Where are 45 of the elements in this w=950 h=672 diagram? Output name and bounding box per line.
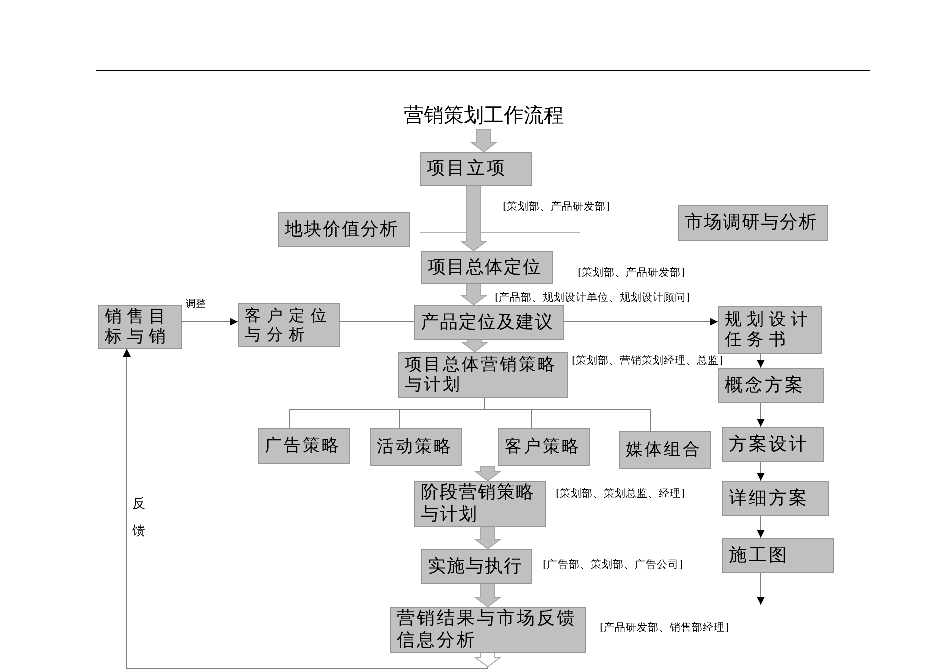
edge-label: 调整 [186,299,206,311]
arrow [757,516,765,538]
arrow [757,572,765,606]
block-arrow [462,340,488,353]
arrow [564,318,718,326]
connector-line [484,398,652,432]
process-box: 方案设计 [722,427,824,462]
process-box: 地块价值分析 [278,212,410,247]
block-arrow [474,466,502,482]
block-arrow [460,284,488,306]
department-note: [策划部、产品研发部] [578,267,686,279]
process-box: 概念方案 [718,368,824,403]
block-arrow [474,584,502,608]
arrow [757,354,765,368]
process-box: 营销结果与市场反馈信息分析 [390,607,586,653]
department-note: [策划部、营销策划经理、总监] [572,355,724,367]
department-note: [策划部、策划总监、经理] [556,488,686,500]
process-box: 媒体组合 [619,431,711,469]
process-box: 销售目标与销 [98,305,182,349]
process-box: 广告策略 [258,428,350,464]
process-box: 项目总体定位 [421,251,553,284]
process-box: 详细方案 [722,481,829,516]
process-box: 项目立项 [420,152,532,186]
process-box: 施工图 [722,538,834,573]
department-note: [产品研发部、销售部经理] [600,622,730,634]
department-note: [广告部、策划部、广告公司] [543,559,684,571]
process-box: 市场调研与分析 [678,205,828,241]
block-arrow [460,186,488,252]
title: 营销策划工作流程 [403,102,565,128]
arrow [757,402,765,428]
process-box: 客户定位与分析 [238,303,340,347]
process-box: 活动策略 [370,428,462,466]
arrow [182,318,238,326]
department-note: [策划部、产品研发部] [503,201,610,213]
feedback-arrow [123,348,502,670]
process-box: 规划设计任务书 [718,306,822,354]
process-box: 客户策略 [498,428,590,466]
department-note: [产品部、规划设计单位、规划设计顾问] [495,292,690,304]
block-arrow [470,130,498,153]
process-box: 实施与执行 [421,549,532,584]
arrow [757,462,765,482]
process-box: 产品定位及建议 [414,305,564,340]
process-box: 阶段营销策略与计划 [414,481,546,527]
process-box: 项目总体营销策略与计划 [398,352,568,398]
block-arrow [474,526,502,550]
